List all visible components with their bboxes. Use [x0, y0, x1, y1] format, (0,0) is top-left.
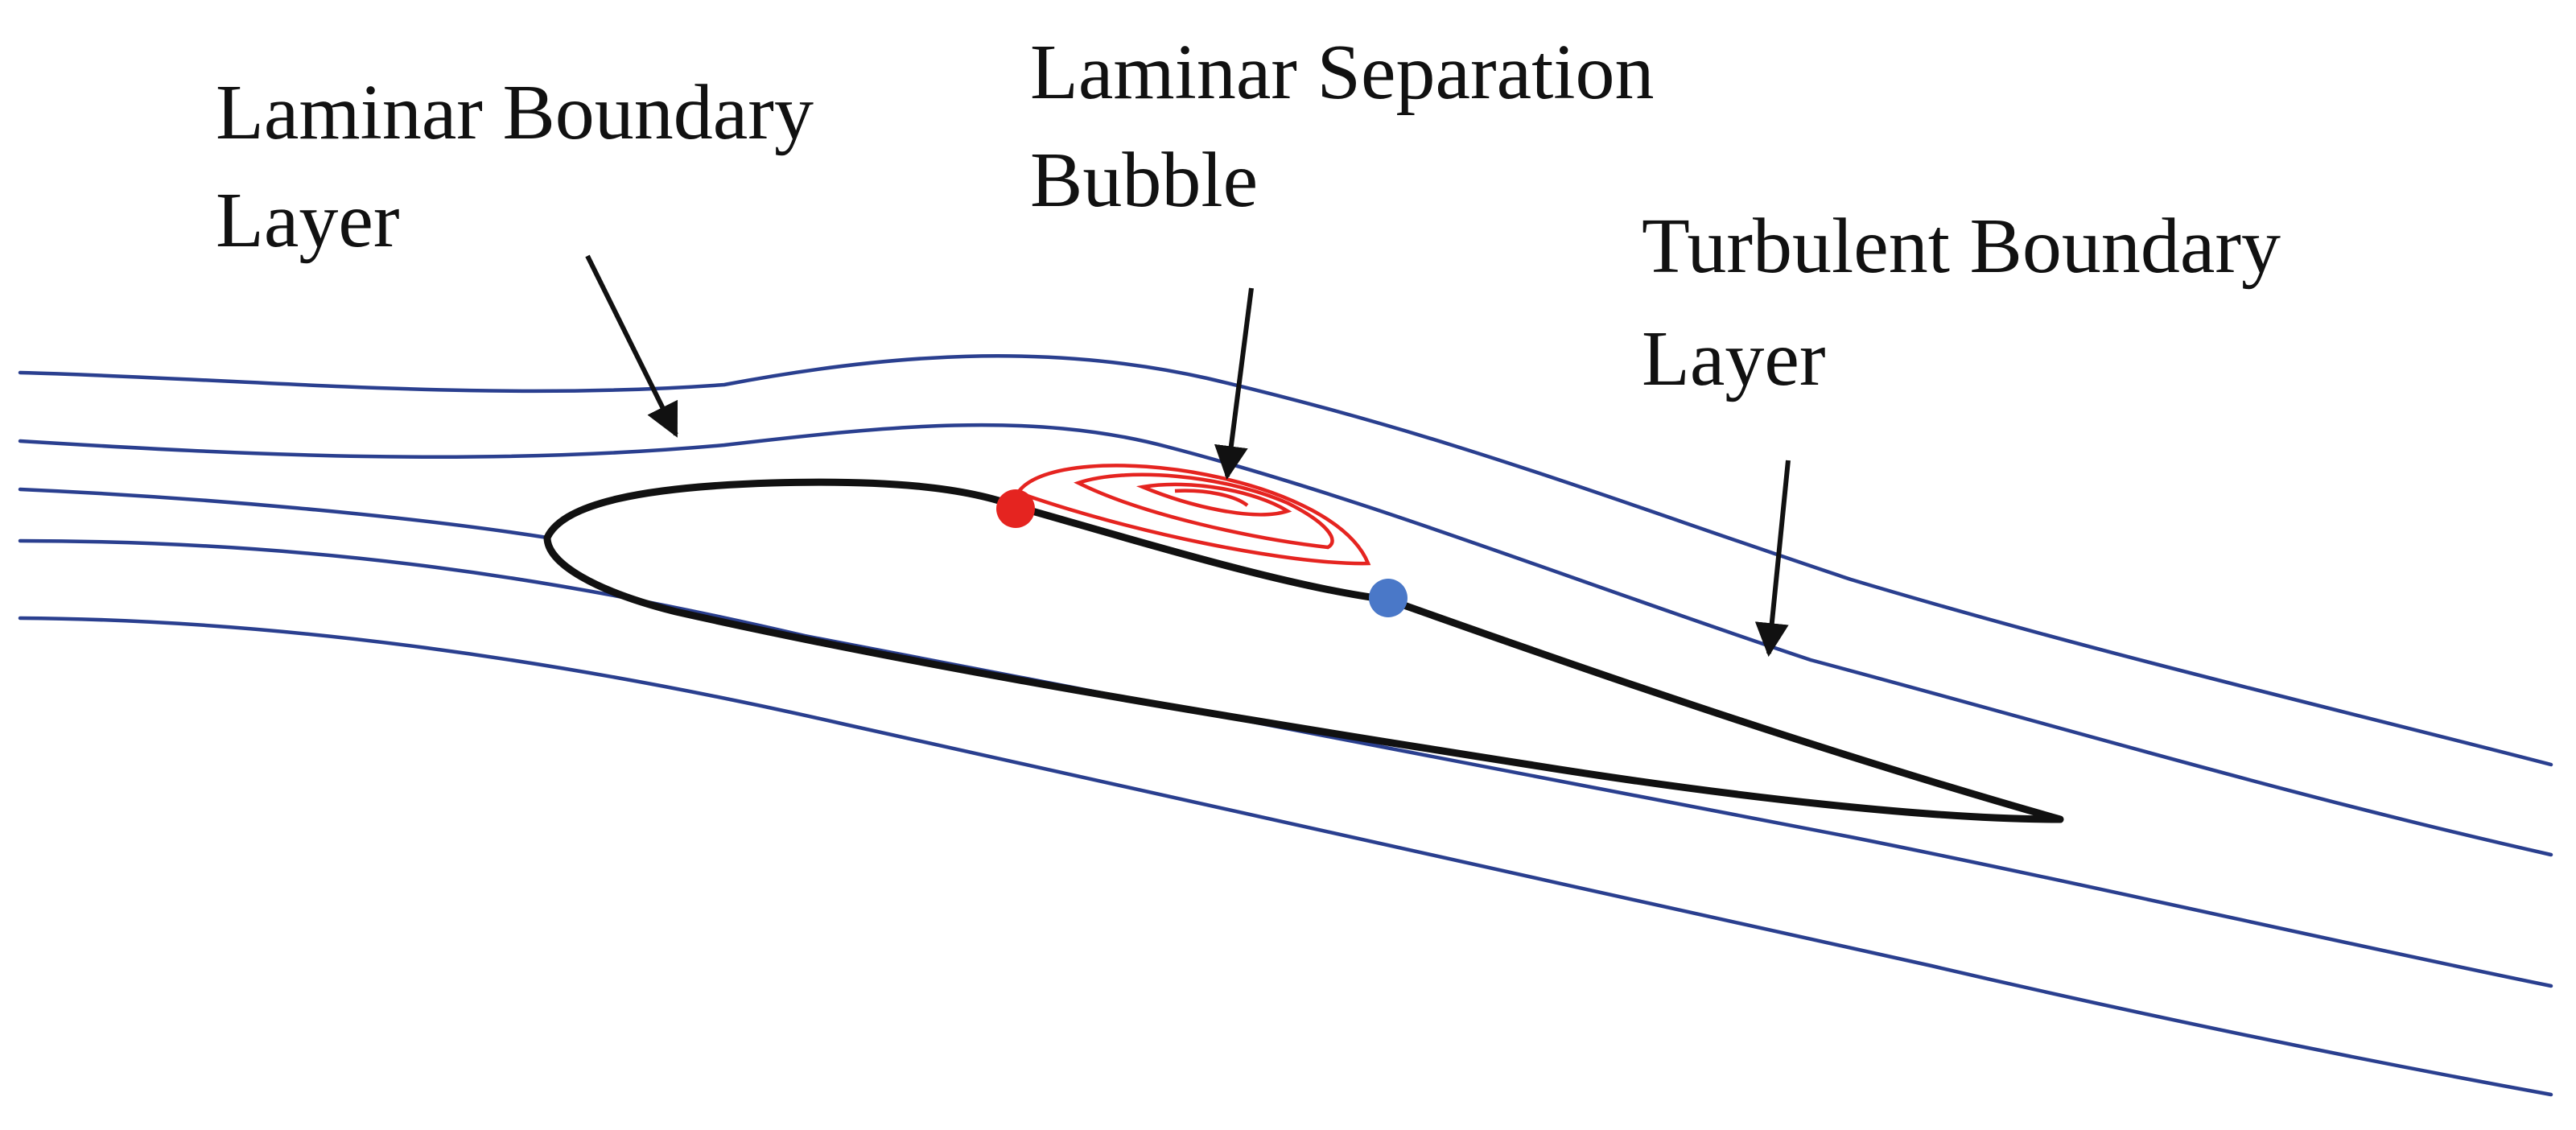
arrows [585, 254, 1791, 658]
streamline-1 [18, 354, 2553, 767]
label-laminar-separation-bubble-line1: Laminar Separation [1030, 29, 1655, 116]
bubble-inner [1136, 482, 1292, 517]
label-turbulent-boundary-layer-line1: Turbulent Boundary [1642, 203, 2281, 290]
streamlines [18, 354, 2553, 1097]
label-laminar-boundary-layer-line1: Laminar Boundary [216, 69, 814, 156]
airfoil [543, 478, 2064, 823]
arrow-turbulent-boundary-layer [1754, 460, 1791, 658]
bubble-core [1174, 489, 1249, 507]
reattachment-point-blue-dot [1369, 579, 1408, 617]
label-laminar-boundary-layer-line2: Layer [216, 177, 400, 264]
separation-point-red-dot [996, 489, 1035, 528]
label-turbulent-boundary-layer: Turbulent Boundary Layer [1642, 203, 2281, 402]
label-turbulent-boundary-layer-line2: Layer [1642, 315, 1826, 402]
streamline-5 [18, 616, 2553, 1097]
separation-bubble [1015, 464, 1371, 566]
bubble-middle [1074, 472, 1334, 550]
arrow-laminar-boundary-layer [585, 254, 678, 438]
streamline-3 [18, 487, 550, 540]
label-laminar-boundary-layer: Laminar Boundary Layer [216, 69, 814, 264]
label-laminar-separation-bubble: Laminar Separation Bubble [1030, 29, 1655, 224]
arrow-separation-bubble [1214, 287, 1254, 480]
bubble-outer [1015, 464, 1371, 566]
label-laminar-separation-bubble-line2: Bubble [1030, 137, 1258, 224]
